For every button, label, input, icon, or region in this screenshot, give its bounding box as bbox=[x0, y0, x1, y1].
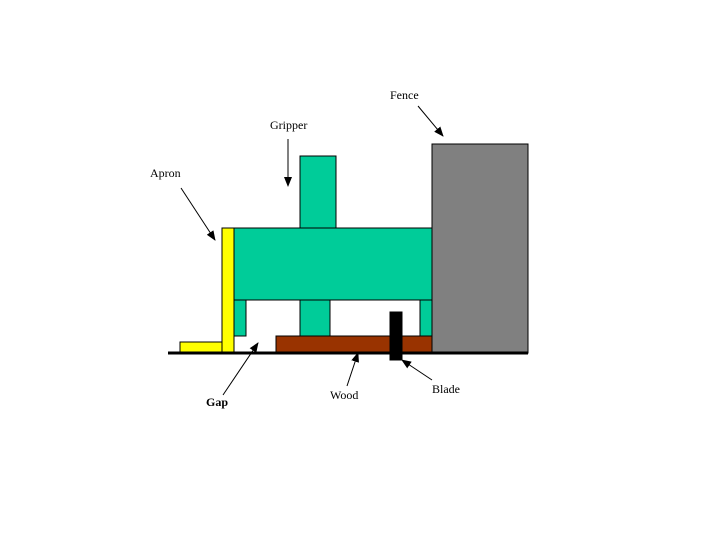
gripper-leg-center bbox=[299, 299, 331, 337]
apron-vertical bbox=[221, 227, 235, 353]
gap-label: Gap bbox=[206, 395, 228, 409]
apron-arrow bbox=[180, 187, 216, 241]
wood-label: Wood bbox=[330, 388, 358, 402]
fence-arrow bbox=[417, 105, 444, 137]
gap-arrow bbox=[222, 342, 259, 396]
apron-foot bbox=[179, 341, 223, 353]
apron-label: Apron bbox=[150, 166, 181, 180]
blade-arrow bbox=[401, 359, 433, 381]
fence-block bbox=[431, 143, 529, 354]
gripper-leg-right bbox=[419, 299, 433, 337]
wood-board bbox=[275, 335, 433, 353]
wood-arrow bbox=[346, 352, 359, 387]
gripper-body bbox=[233, 227, 433, 301]
gripper-stem bbox=[299, 155, 337, 230]
gripper-leg-left bbox=[233, 299, 247, 337]
blade bbox=[389, 311, 403, 361]
fence-label: Fence bbox=[390, 88, 419, 102]
blade-label: Blade bbox=[432, 382, 460, 396]
gripper-label: Gripper bbox=[270, 118, 307, 132]
